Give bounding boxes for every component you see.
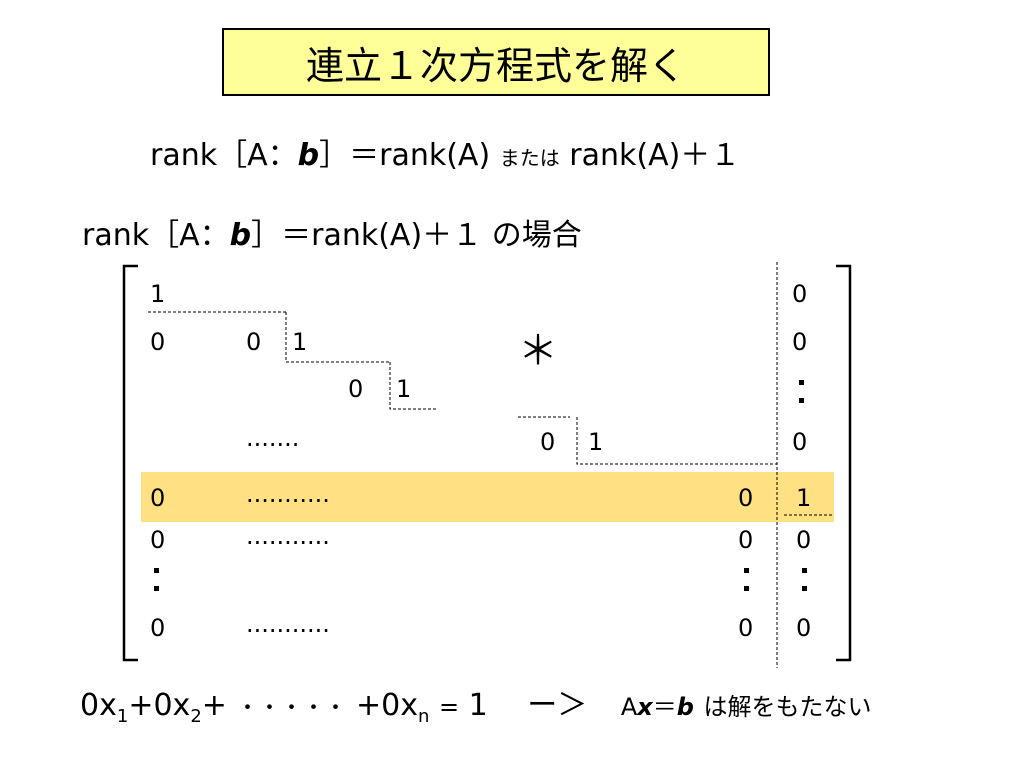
dots: ........... — [246, 522, 330, 550]
vector-b: b — [297, 138, 320, 173]
cell-0: 0 — [348, 375, 364, 403]
rank-left: rank［A： — [150, 138, 298, 173]
plus-zero: +0 — [356, 688, 401, 723]
cell-0: 0 — [792, 328, 808, 356]
vertical-dots — [154, 566, 160, 594]
case-left: rank［A： — [82, 218, 230, 253]
cell-0: 0 — [540, 428, 556, 456]
vector-x: x — [637, 693, 653, 721]
step-line-3 — [389, 362, 438, 410]
cell-1: 1 — [396, 375, 412, 403]
plus: + — [201, 688, 227, 723]
dots: ........... — [246, 480, 330, 508]
step-line-5 — [576, 417, 777, 465]
title-box: 連立１次方程式を解く — [222, 28, 770, 96]
coef: 0 — [80, 688, 100, 723]
vertical-dots — [744, 566, 750, 594]
cell-1: 1 — [796, 484, 812, 512]
case-suffix: の場合 — [491, 218, 582, 253]
page-title: 連立１次方程式を解く — [305, 43, 686, 88]
cell-0: 0 — [796, 614, 812, 642]
dots: ....... — [246, 424, 300, 452]
var-x: x — [172, 688, 191, 723]
highlight-row — [141, 472, 834, 522]
cell-0: 0 — [150, 328, 166, 356]
subscript: 2 — [190, 706, 202, 727]
cell-0: 0 — [738, 614, 754, 642]
ellipsis: ・・・・・ — [236, 696, 347, 721]
dots: ........... — [246, 610, 330, 638]
star-symbol: ＊ — [518, 328, 558, 374]
matrix-a: A — [620, 693, 638, 721]
cell-0: 0 — [792, 280, 808, 308]
subscript: 1 — [116, 706, 129, 727]
cell-1: 1 — [292, 328, 308, 356]
cell-0: 0 — [796, 526, 812, 554]
conclusion-text: は解をもたない — [703, 693, 872, 721]
vector-b: b — [676, 693, 694, 721]
case-heading: rank［A：b］＝rank(A)＋１ の場合 — [82, 210, 582, 254]
left-bracket — [122, 264, 138, 662]
or-text: または — [499, 146, 560, 170]
cell-0: 0 — [792, 428, 808, 456]
var-x: x — [400, 688, 419, 723]
vertical-dots — [802, 566, 808, 594]
cell-0: 0 — [738, 484, 754, 512]
equals-full: ＝ — [652, 693, 677, 721]
subscript: n — [418, 706, 430, 727]
rank-condition-line: rank［A：b］＝rank(A) または rank(A)＋１ — [150, 130, 740, 174]
cell-1: 1 — [150, 280, 166, 308]
cell-0: 0 — [150, 484, 166, 512]
right-bracket — [836, 264, 852, 662]
vertical-dots — [799, 378, 805, 406]
cell-0: 0 — [150, 614, 166, 642]
step-line-2 — [285, 312, 390, 363]
case-vector-b: b — [229, 218, 252, 253]
case-right: ］＝rank(A)＋１ — [251, 218, 483, 253]
rank-right: rank(A)＋１ — [569, 138, 741, 173]
bottom-equation: 0x1+0x2+ ・・・・・ +0xn = 1 ー＞ Ax＝b は解をもたない — [80, 680, 871, 727]
cell-0: 0 — [246, 328, 262, 356]
var-x: x — [99, 688, 117, 723]
cell-1: 1 — [588, 428, 604, 456]
equals: = — [438, 693, 460, 721]
cell-0: 0 — [150, 526, 166, 554]
arrow: ー＞ — [527, 688, 588, 723]
plus-zero: +0 — [128, 688, 173, 723]
rank-mid: ］＝rank(A) — [319, 138, 491, 173]
cell-0: 0 — [738, 526, 754, 554]
rhs-one: 1 — [468, 688, 488, 723]
